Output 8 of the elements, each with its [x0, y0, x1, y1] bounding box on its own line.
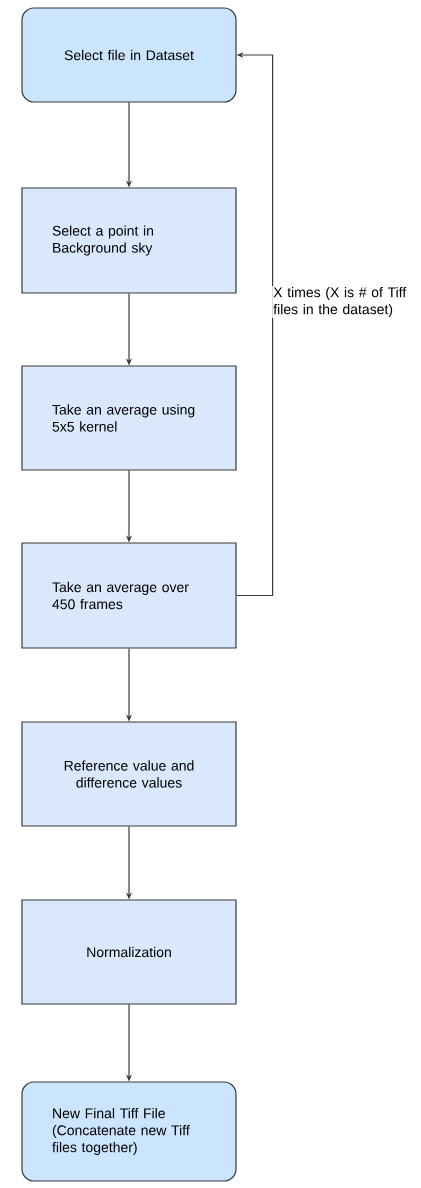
process-box: Take an average over 450 frames — [21, 542, 237, 649]
rounded-box: Select file in Dataset — [21, 7, 237, 103]
process-box: Select a point in Background sky — [21, 187, 237, 294]
process-box: Take an average using 5x5 kernel — [21, 365, 237, 471]
process-box: Reference value and difference values — [21, 721, 237, 827]
edge-label: X times (X is # of Tiff files in the dataset) — [272, 286, 415, 319]
process-box: Normalization — [21, 899, 237, 1005]
rounded-box: New Final Tiff File (Concatenate new Tiff files together) — [21, 1081, 237, 1182]
